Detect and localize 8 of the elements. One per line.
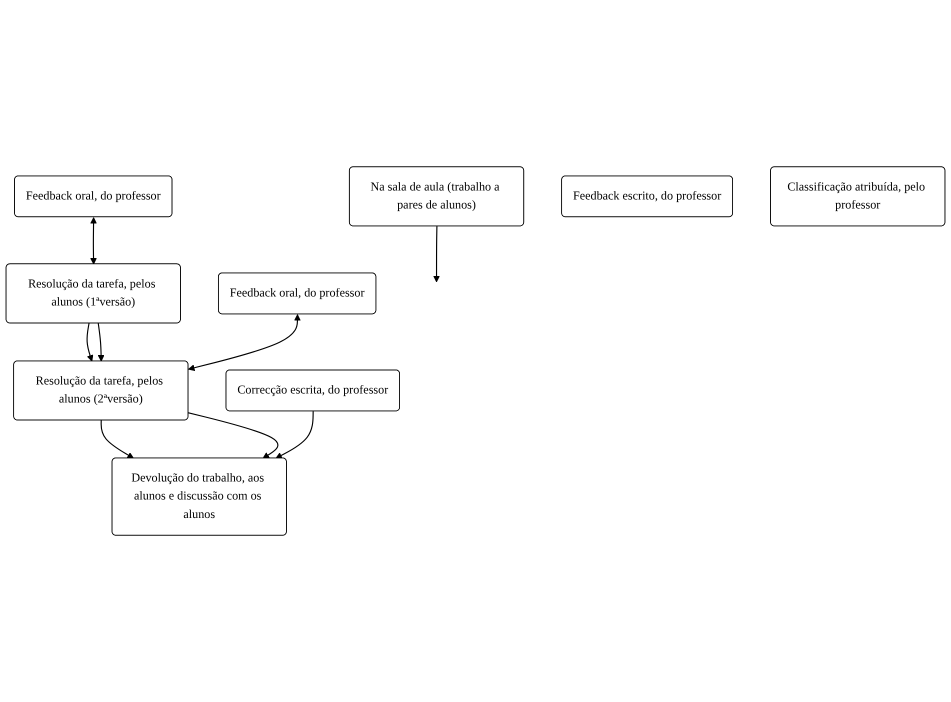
arrow bbox=[188, 314, 301, 372]
arrow bbox=[188, 412, 278, 459]
arrow bbox=[90, 217, 97, 264]
arrow bbox=[98, 323, 104, 362]
arrow bbox=[86, 323, 94, 362]
arrow bbox=[100, 420, 134, 459]
arrow bbox=[433, 226, 440, 282]
arrow bbox=[276, 411, 314, 459]
